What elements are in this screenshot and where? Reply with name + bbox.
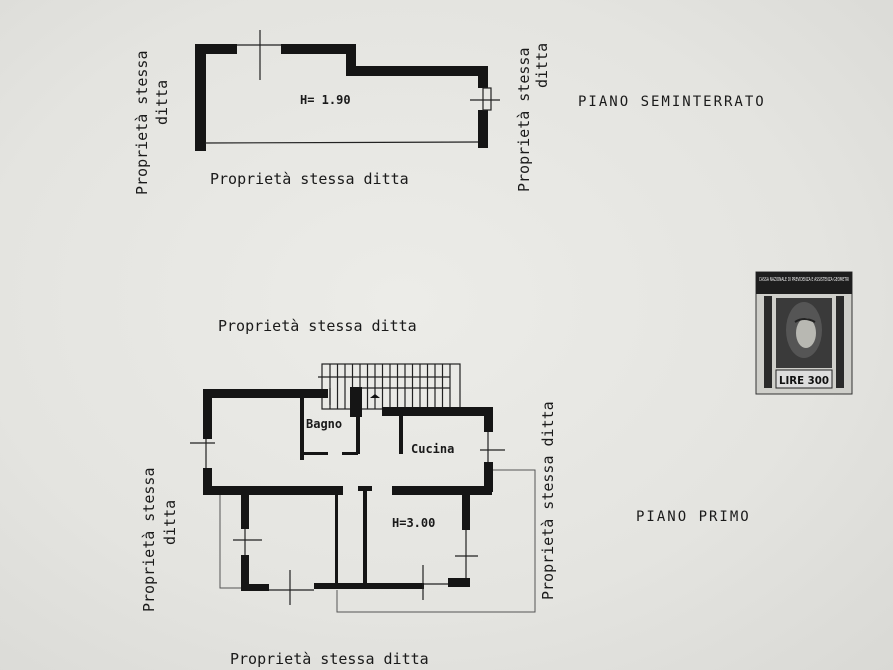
stamp-value: LIRE 300 bbox=[779, 374, 829, 387]
first-floor-plan: Bagno Cucina H=3.00 bbox=[190, 363, 536, 613]
room-label-bagno: Bagno bbox=[306, 417, 342, 431]
first-floor-left-neighbor: Proprietà stessa bbox=[140, 468, 158, 613]
first-floor-top-neighbor: Proprietà stessa ditta bbox=[218, 317, 417, 335]
room-label-cucina: Cucina bbox=[411, 442, 454, 456]
staircase bbox=[318, 363, 461, 410]
wall bbox=[478, 110, 488, 148]
first-floor-bottom-neighbor: Proprietà stessa ditta bbox=[230, 650, 429, 668]
basement-right-neighbor-2: ditta bbox=[533, 43, 551, 88]
first-floor-right-neighbor: Proprietà stessa ditta bbox=[539, 401, 557, 600]
basement-title: PIANO SEMINTERRATO bbox=[578, 94, 766, 110]
basement-right-neighbor: Proprietà stessa bbox=[515, 48, 533, 193]
basement-plan: H= 1.90 bbox=[195, 30, 500, 151]
basement-bottom-neighbor: Proprietà stessa ditta bbox=[210, 170, 409, 188]
wall bbox=[346, 44, 356, 76]
basement-left-neighbor-2: ditta bbox=[153, 80, 171, 125]
first-floor-height-label: H=3.00 bbox=[392, 516, 435, 530]
stamp-issuer: CASSA NAZIONALE DI PREVIDENZA E ASSISTEN… bbox=[759, 277, 849, 283]
wall bbox=[478, 66, 488, 88]
wall bbox=[346, 66, 488, 76]
wall bbox=[195, 44, 237, 54]
basement-height-label: H= 1.90 bbox=[300, 93, 351, 107]
first-floor-left-neighbor-2: ditta bbox=[161, 500, 179, 545]
revenue-stamp: CASSA NAZIONALE DI PREVIDENZA E ASSISTEN… bbox=[755, 271, 853, 395]
wall bbox=[281, 44, 356, 54]
wall bbox=[195, 44, 206, 151]
first-floor-title: PIANO PRIMO bbox=[636, 509, 751, 525]
basement-left-neighbor: Proprietà stessa bbox=[133, 51, 151, 196]
